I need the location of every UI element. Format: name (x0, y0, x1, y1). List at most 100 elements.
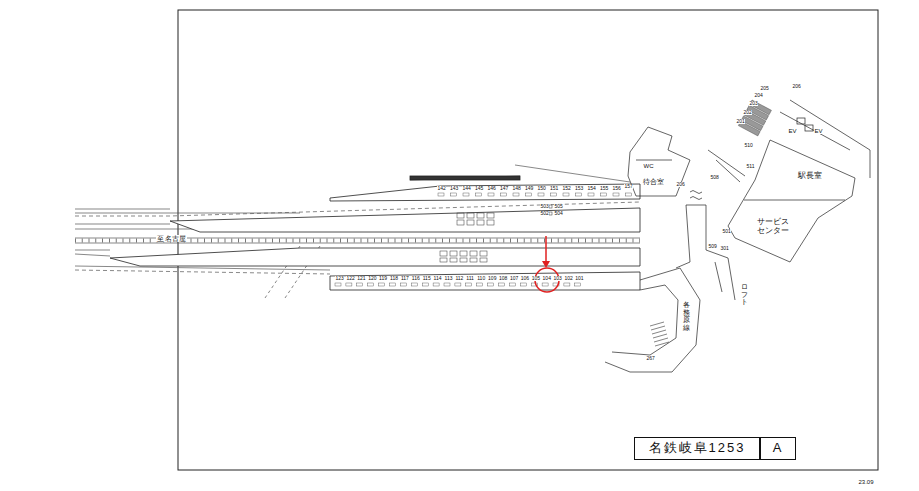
title-cell: 名鉄岐阜1253 (634, 437, 760, 460)
plan-label: 510 (744, 143, 753, 148)
plan-label: 111 (466, 276, 475, 281)
plan-label: 115 (422, 276, 431, 281)
plan-label: 118 (390, 276, 399, 281)
highlight (535, 236, 559, 292)
position-ticks (335, 193, 632, 286)
position-tick (601, 193, 607, 196)
room-label: 駅長室 (795, 170, 825, 182)
plan-label: 142 (437, 186, 446, 191)
stairs (738, 100, 771, 136)
room-name: サービス センター (752, 217, 794, 235)
position-tick (576, 193, 582, 196)
plan-label: 153 (575, 186, 584, 191)
plan-label: WC (643, 163, 654, 169)
room-name: 待合室 (643, 178, 664, 186)
plan-label: 123 (335, 276, 344, 281)
plan-label: 204 (754, 93, 763, 98)
line-name: ロフト (741, 282, 748, 307)
plan-label: EV (788, 128, 797, 134)
plan-label: 104 (542, 276, 551, 281)
position-tick (538, 193, 544, 196)
plan-label: 105 (531, 276, 540, 281)
plan-label: 101 (575, 276, 584, 281)
position-tick (509, 283, 515, 286)
plan-label: 502 (540, 211, 549, 216)
plan-label: 509 (708, 244, 717, 249)
plan-label: 205 (760, 86, 769, 91)
position-tick (463, 193, 469, 196)
stairs (650, 322, 669, 346)
plan-label: 119 (379, 276, 388, 281)
position-tick (455, 283, 461, 286)
map-frame (178, 10, 878, 470)
plan-label: 148 (512, 186, 521, 191)
plan-label: 122 (346, 276, 355, 281)
room-label: 待合室 (636, 176, 670, 188)
title-cell: A (760, 437, 796, 460)
plan-label: EV (814, 128, 823, 134)
position-tick (626, 193, 632, 196)
position-tick (390, 283, 396, 286)
position-tick (438, 193, 444, 196)
position-tick (499, 283, 505, 286)
plan-label: 301 (720, 246, 729, 251)
plan-label: 511 (746, 164, 755, 169)
plan-label: 121 (357, 276, 366, 281)
plan-label: 145 (475, 186, 484, 191)
position-tick (564, 283, 570, 286)
position-tick (501, 193, 507, 196)
plan-label: 117 (400, 276, 409, 281)
plan-label: 267 (646, 356, 655, 361)
plan-label: 501 (722, 229, 731, 234)
plan-label: 110 (477, 276, 486, 281)
plan-label: 505 (554, 204, 563, 209)
position-tick (444, 283, 450, 286)
plan-label: 504 (554, 211, 563, 216)
position-tick (476, 193, 482, 196)
line-name: 各務原線 (683, 300, 690, 333)
plan-label: 503 (540, 204, 549, 209)
platforms (110, 176, 640, 290)
plan-label: 201 (736, 119, 745, 124)
plan-label: 143 (450, 186, 459, 191)
room-name: 駅長室 (798, 171, 822, 180)
position-tick (477, 283, 483, 286)
plan-label: 106 (520, 276, 529, 281)
position-tick (575, 283, 581, 286)
plan-label: 144 (462, 186, 471, 191)
plan-label: 151 (550, 186, 559, 191)
plan-label: 109 (488, 276, 497, 281)
plan-label: 146 (487, 186, 496, 191)
plan-label: 114 (433, 276, 442, 281)
position-tick (488, 283, 494, 286)
position-tick (588, 193, 594, 196)
plan-label: 508 (710, 175, 719, 180)
plan-label: 116 (411, 276, 420, 281)
plan-label: 102 (564, 276, 573, 281)
ad-boards (440, 205, 552, 262)
position-tick (422, 283, 428, 286)
plan-label: 156 (612, 186, 621, 191)
tracks (75, 165, 640, 298)
title-text: A (773, 441, 784, 456)
position-tick (368, 283, 374, 286)
plan-label: 103 (553, 276, 562, 281)
room-label: サービス センター (752, 213, 794, 239)
plan-label: 113 (444, 276, 453, 281)
plan-label: 206 (792, 84, 801, 89)
position-tick (346, 283, 352, 286)
title-text: 名鉄岐阜1253 (649, 441, 746, 456)
position-tick (411, 283, 417, 286)
plan-label: 至 名古屋 (156, 235, 187, 242)
position-tick (379, 283, 385, 286)
position-tick (520, 283, 526, 286)
plan-label: 120 (368, 276, 377, 281)
plan-label: 202 (743, 110, 752, 115)
position-tick (451, 193, 457, 196)
position-tick (466, 283, 472, 286)
position-tick (488, 193, 494, 196)
position-tick (542, 283, 548, 286)
position-tick (526, 193, 532, 196)
